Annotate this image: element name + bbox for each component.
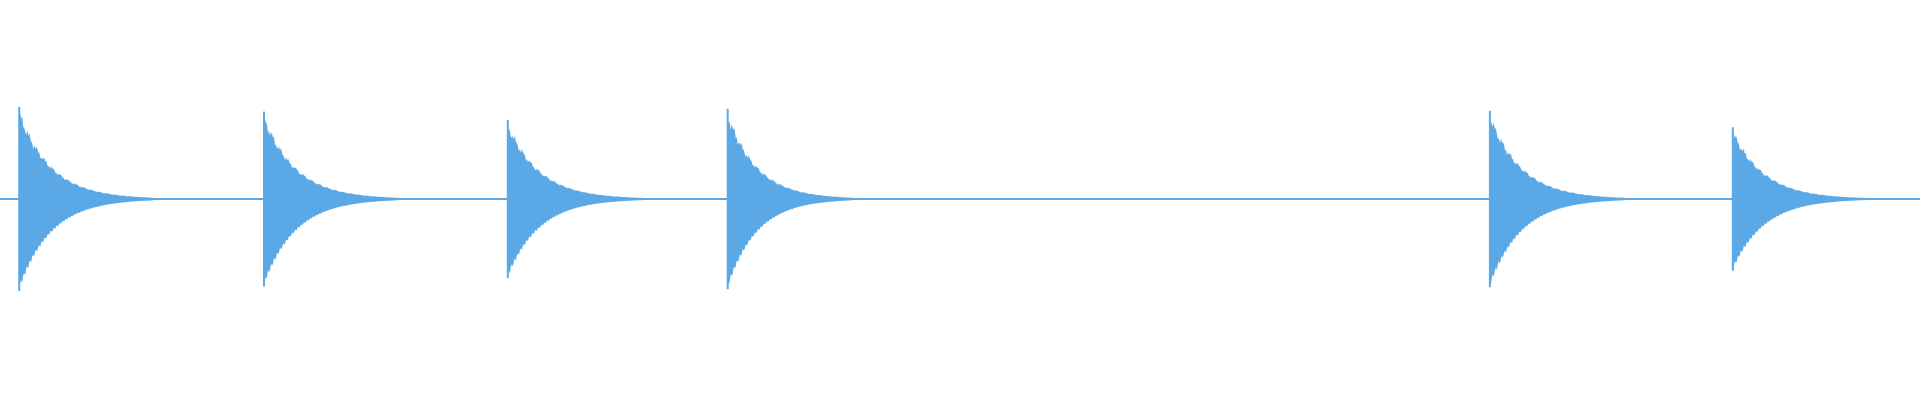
- waveform-bursts: [18, 107, 1868, 291]
- waveform-burst-5: [1489, 121, 1625, 285]
- waveform-burst-1: [19, 112, 154, 291]
- waveform-burst-6: [1732, 133, 1868, 269]
- waveform-burst-2: [264, 112, 399, 285]
- waveform-burst-3: [507, 120, 643, 274]
- waveform-burst-4: [727, 115, 853, 284]
